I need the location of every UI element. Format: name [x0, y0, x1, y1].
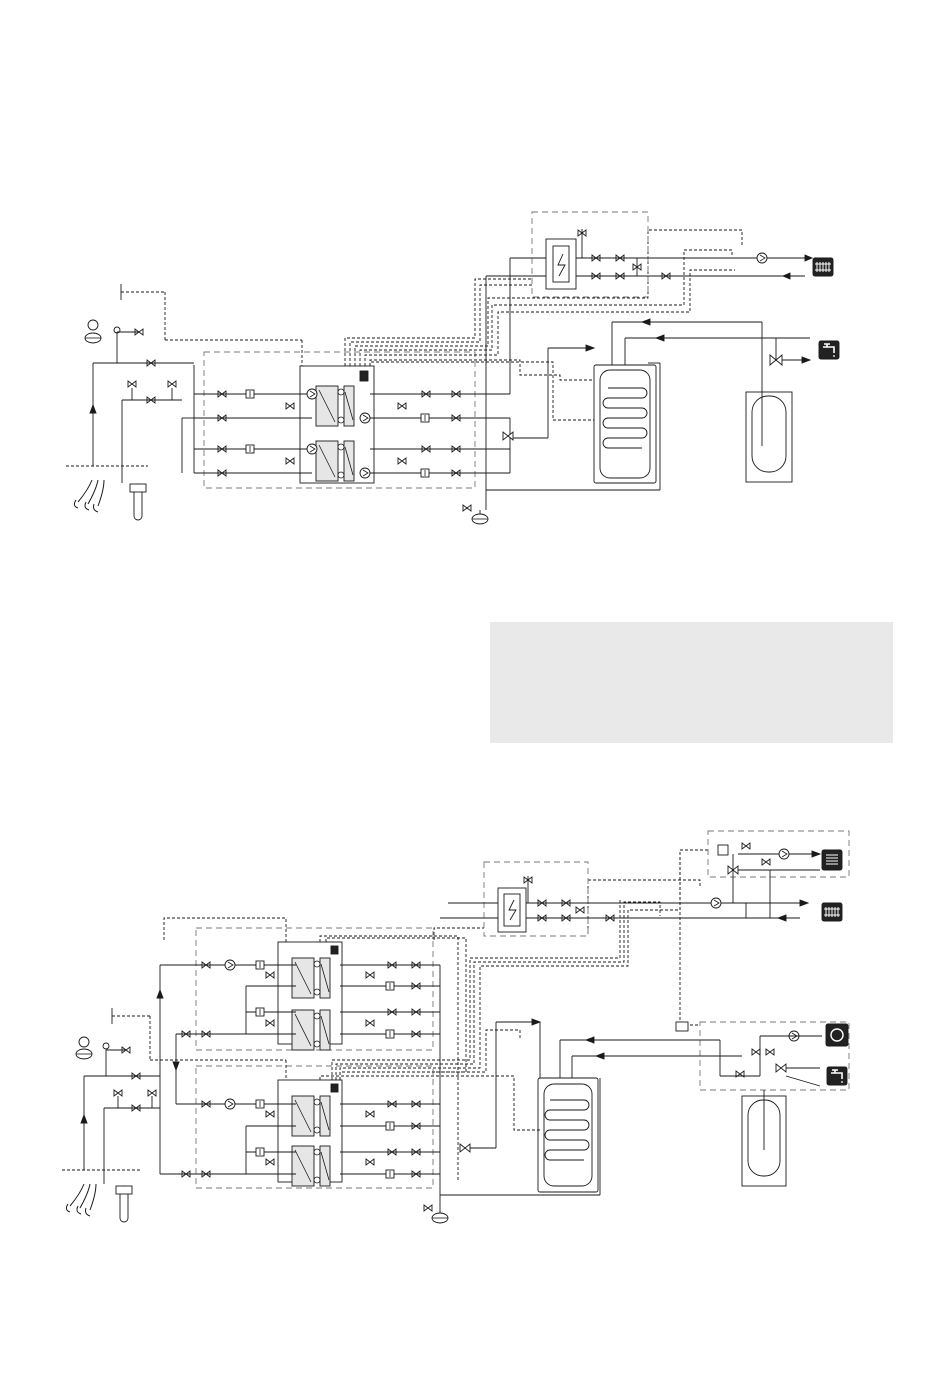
diagram-2	[62, 831, 849, 1223]
hot-water-tap-icon	[827, 1067, 847, 1085]
radiator-icon	[822, 903, 842, 921]
circulation-pump-icon	[757, 253, 767, 263]
water-heater-tank	[538, 1078, 598, 1192]
pool-icon	[826, 1024, 848, 1046]
groundwater-well-icon	[116, 1186, 132, 1222]
heat-pump-module-a	[316, 386, 354, 426]
heat-pump-module-b	[316, 441, 354, 481]
note-box	[490, 622, 893, 743]
hot-water-tap-icon	[819, 341, 839, 359]
heater-coil	[603, 388, 647, 448]
electric-heater-icon	[546, 239, 576, 289]
control-display-icon	[331, 946, 338, 954]
radiator-icon	[813, 258, 833, 276]
ground-collector-icon	[74, 480, 104, 512]
circulation-pump-icon	[711, 898, 721, 908]
ground-collector-icon	[66, 1184, 96, 1216]
control-display-icon	[360, 371, 368, 381]
control-display-icon	[331, 1084, 338, 1092]
expansion-vessel-icon	[76, 1049, 92, 1059]
expansion-vessel-icon	[85, 333, 101, 343]
diagram-1	[66, 212, 839, 524]
floor-heating-icon	[822, 850, 842, 870]
groundwater-well-icon	[130, 484, 146, 520]
